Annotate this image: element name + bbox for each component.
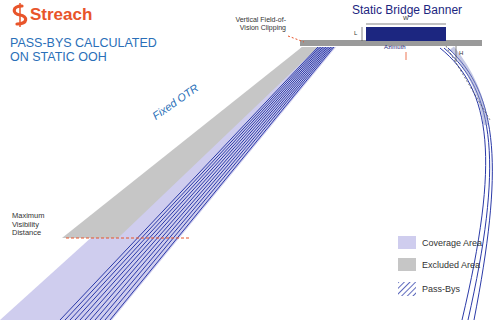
pass-by-line — [80, 47, 324, 320]
pass-by-lines — [60, 47, 334, 320]
distance-label: Maximum Visibility Distance — [12, 212, 64, 238]
dim-label: L — [354, 30, 357, 37]
coverage-road — [0, 47, 336, 320]
dim-label: H — [459, 50, 463, 57]
pass-by-line — [95, 47, 329, 320]
legend-row: Coverage Area — [398, 236, 482, 249]
azimuth-arrow — [406, 52, 407, 60]
title: PASS-BYS CALCULATED ON STATIC OOH — [10, 36, 160, 65]
pass-by-line — [105, 47, 332, 320]
legend-row: Pass-Bys — [398, 282, 460, 296]
sight-line — [446, 46, 490, 120]
pass-by-line — [110, 47, 334, 320]
clipping-leader — [288, 36, 304, 42]
banner — [366, 27, 446, 41]
legend-text: Excluded Area — [422, 260, 480, 270]
curved-road — [452, 48, 486, 125]
azimuth-label: Azimuth — [384, 44, 406, 51]
curved-pass-bys — [440, 48, 492, 320]
dim-label: W — [403, 15, 409, 22]
otr-label: Fixed OTR — [150, 81, 201, 122]
clipping-label: Vertical Field-of-Vision Clipping — [226, 16, 286, 32]
legend-row: Excluded Area — [398, 258, 480, 271]
legend-swatch — [398, 282, 416, 296]
legend-text: Pass-Bys — [422, 284, 460, 294]
legend-swatch — [398, 236, 416, 249]
pass-by-line — [90, 47, 328, 320]
logo-icon — [19, 3, 21, 27]
height-dim — [456, 46, 457, 62]
pass-by-line — [65, 47, 320, 320]
legend-swatch — [398, 258, 416, 271]
length-dim — [362, 27, 363, 41]
legend-text: Coverage Area — [422, 238, 482, 248]
pass-by-line — [70, 47, 321, 320]
pass-by-line — [85, 47, 326, 320]
pass-by-line — [60, 47, 318, 320]
pass-by-line — [100, 47, 331, 320]
logo-text: Streach — [30, 5, 92, 25]
pass-by-line — [75, 47, 323, 320]
max-distance-line — [66, 238, 190, 239]
width-dim — [366, 24, 446, 25]
